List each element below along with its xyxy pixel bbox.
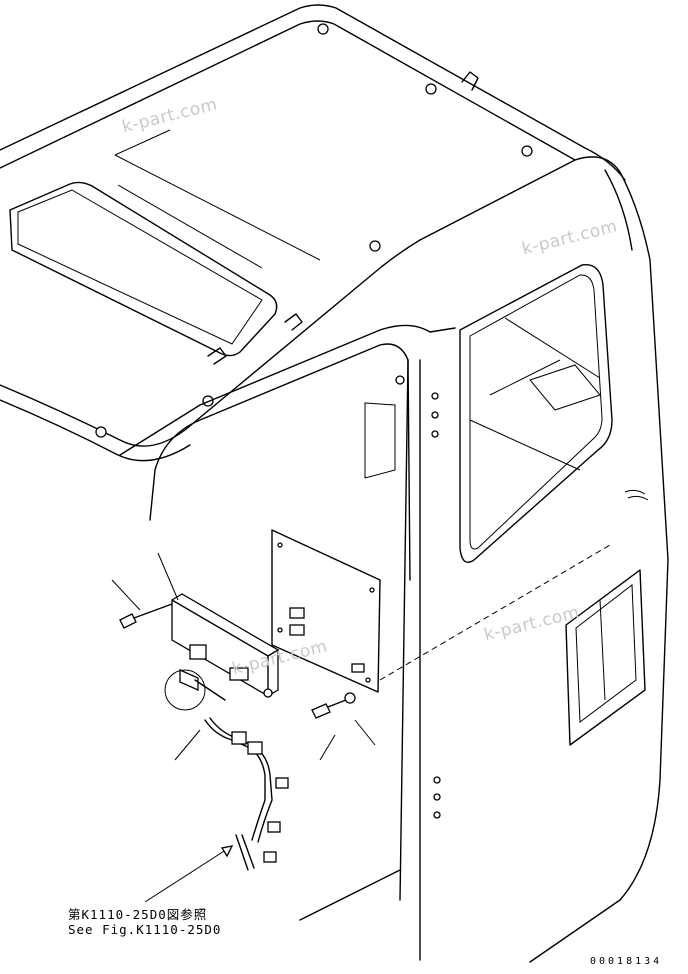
drawing-code: 00018134	[590, 956, 663, 967]
bolt-controller	[119, 603, 173, 629]
leader-lines	[111, 544, 611, 903]
wire-harness	[164, 668, 289, 871]
bolt-plate	[311, 692, 356, 719]
cab-roof	[0, 4, 626, 462]
mounting-plate	[271, 529, 381, 693]
controller-unit	[171, 593, 279, 698]
cab-side-wall	[119, 169, 669, 963]
reference-note-jp: 第K1110-25D0図参照	[68, 907, 208, 922]
reference-note-en: See Fig.K1110-25D0	[68, 922, 222, 937]
